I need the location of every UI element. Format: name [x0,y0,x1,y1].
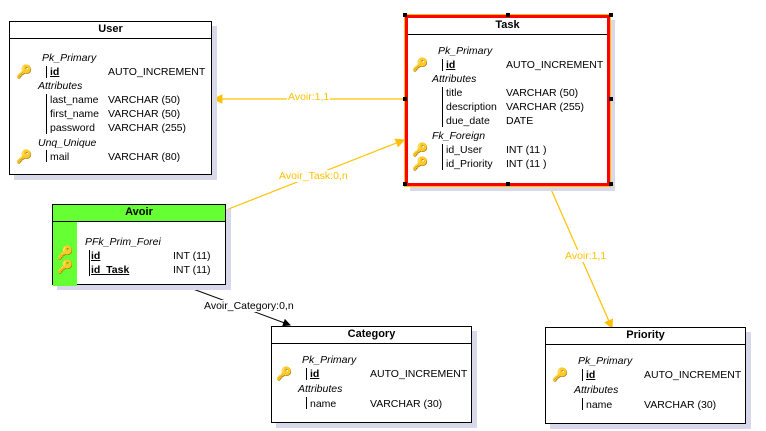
selection-handle[interactable] [506,182,510,186]
field-type: VARCHAR (50) [108,108,181,120]
field-mail: mail [50,151,70,163]
foreign-key-icon: 🔑 [412,156,429,171]
field-bar [306,368,307,380]
field-due-date: due_date [446,115,490,127]
section-pfk: PFk_Prim_Forei [85,236,161,248]
field-type: VARCHAR (255) [108,122,186,134]
selection-handle[interactable] [403,13,407,17]
field-bar [89,250,90,276]
link-label-avoir-priority: Avoir:1,1 [564,250,608,262]
field-pk-priority: id [586,369,596,381]
entity-user[interactable]: User Pk_Primary 🔑 id AUTO_INCREMENT Attr… [9,21,212,175]
section-fk: Fk_Foreign [432,130,486,142]
field-pk-type: AUTO_INCREMENT [506,59,604,71]
field-pk-user: id [50,66,60,78]
foreign-key-icon: 🔑 [57,245,74,260]
field-pk-type: AUTO_INCREMENT [108,66,206,78]
field-id-task: id_Task [91,264,130,276]
selection-handle[interactable] [609,97,613,101]
key-icon: 🔑 [16,64,33,79]
section-attributes: Attributes [574,384,619,396]
field-pk-category: id [310,368,320,380]
field-bar [442,59,443,71]
field-bar [306,397,307,409]
field-bar [442,87,443,127]
field-pk-type: AUTO_INCREMENT [370,368,468,380]
entity-avoir[interactable]: Avoir 🔑 🔑 PFk_Prim_Forei id INT (11) id_… [52,204,226,286]
entity-task[interactable]: Task Pk_Primary 🔑 id AUTO_INCREMENT Attr… [404,14,611,187]
association-sidebar [53,222,77,286]
selection-handle[interactable] [506,13,510,17]
field-type: VARCHAR (30) [644,399,717,411]
field-pk-task: id [446,59,456,71]
field-type: INT (11 ) [506,144,547,156]
key-icon: 🔑 [276,366,293,381]
field-id-priority: id_Priority [446,158,493,170]
key-icon: 🔑 [412,57,429,72]
field-first-name: first_name [50,108,100,120]
section-attributes: Attributes [38,80,83,92]
selection-handle[interactable] [609,13,613,17]
field-type: VARCHAR (80) [108,151,181,163]
field-name: name [586,399,613,411]
link-label-avoir-category: Avoir_Category:0,n [203,300,295,312]
field-type: VARCHAR (50) [506,87,579,99]
field-bar [46,94,47,134]
field-type: INT (11) [173,250,211,262]
link-label-avoir-user: Avoir:1,1 [287,91,331,103]
entity-priority[interactable]: Priority Pk_Primary 🔑 id AUTO_INCREMENT … [545,327,746,424]
field-password: password [50,122,95,134]
field-bar [442,144,443,170]
field-bar [46,150,47,162]
field-type: INT (11 ) [506,158,547,170]
field-last-name: last_name [50,94,99,106]
section-pk: Pk_Primary [578,355,633,367]
field-pk-type: AUTO_INCREMENT [644,369,742,381]
field-type: DATE [506,115,534,127]
field-bar [46,66,47,78]
entity-title-user: User [10,22,211,39]
field-bar [582,369,583,381]
section-pk: Pk_Primary [302,354,357,366]
field-type: VARCHAR (30) [370,398,443,410]
key-icon: 🔑 [16,149,33,164]
foreign-key-icon: 🔑 [412,142,429,157]
field-name: name [310,398,337,410]
field-bar [582,398,583,410]
entity-title-avoir: Avoir [53,205,225,222]
field-type: VARCHAR (50) [108,94,181,106]
selection-handle[interactable] [609,182,613,186]
entity-title-priority: Priority [546,328,745,345]
selection-handle[interactable] [403,97,407,101]
selection-handle[interactable] [403,182,407,186]
section-unique: Unq_Unique [38,137,97,149]
section-pk: Pk_Primary [42,52,97,64]
field-description: description [446,101,497,113]
field-type: VARCHAR (255) [506,101,584,113]
entity-category[interactable]: Category Pk_Primary 🔑 id AUTO_INCREMENT … [271,326,472,423]
field-type: INT (11) [173,264,211,276]
section-attributes: Attributes [298,383,343,395]
field-id: id [91,250,101,262]
field-title: title [446,87,463,99]
entity-title-category: Category [272,327,471,344]
entity-title-task: Task [408,18,607,35]
section-pk: Pk_Primary [438,45,493,57]
foreign-key-icon: 🔑 [57,259,74,274]
section-attributes: Attributes [432,73,477,85]
field-id-user: id_User [446,144,483,156]
link-label-avoir-task: Avoir_Task:0,n [278,170,349,182]
key-icon: 🔑 [552,367,569,382]
